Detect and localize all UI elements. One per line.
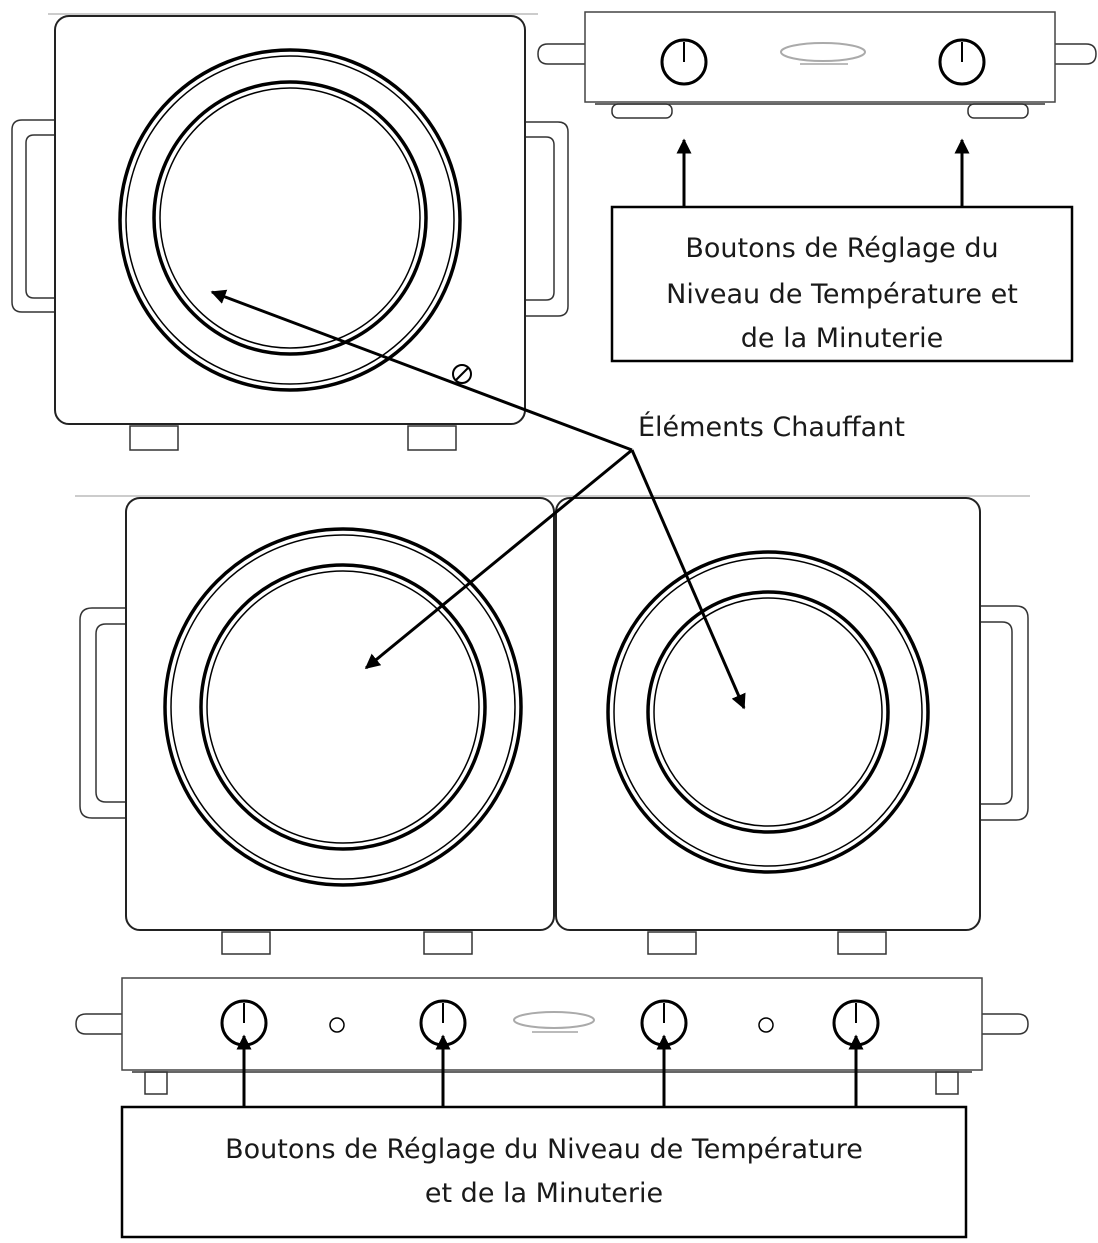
- double-burner-top-view: [75, 495, 1030, 955]
- brand-logo: [780, 42, 866, 65]
- top-callout-line-3: de la Minuterie: [741, 323, 943, 354]
- indicator-light-icon: [758, 1017, 774, 1033]
- double-burner-front-view: [75, 977, 1029, 1106]
- knob-icon: [660, 38, 708, 86]
- brand-logo: [513, 1011, 595, 1033]
- top-controls-callout: Boutons de Réglage du Niveau de Températ…: [610, 205, 1074, 363]
- bottom-callout-line-1: Boutons de Réglage du Niveau de Températ…: [225, 1134, 863, 1165]
- top-callout-line-1: Boutons de Réglage du: [685, 233, 998, 264]
- knob-icon: [938, 38, 986, 86]
- single-burner-top-view: [11, 13, 569, 451]
- heating-element-arrows: [210, 289, 746, 710]
- single-burner-front-view: [537, 11, 1097, 206]
- indicator-light-icon: [329, 1017, 345, 1033]
- knob-icon: [419, 999, 467, 1047]
- bottom-controls-callout: Boutons de Réglage du Niveau de Températ…: [120, 1105, 968, 1239]
- bottom-callout-line-2: et de la Minuterie: [425, 1178, 663, 1209]
- top-callout-line-2: Niveau de Température et: [666, 279, 1018, 310]
- heating-elements-label: Éléments Chauffant: [638, 411, 905, 443]
